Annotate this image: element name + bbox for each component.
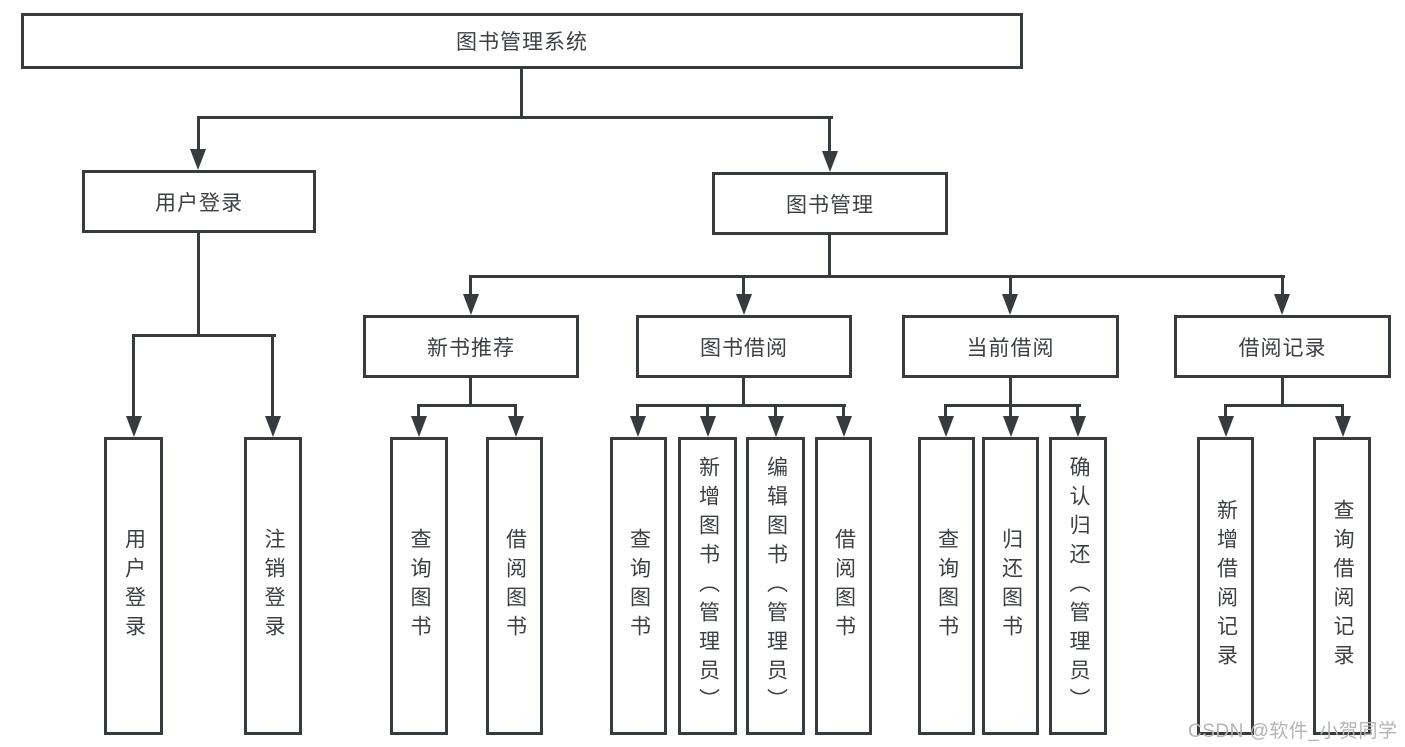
arrow-down-icon bbox=[190, 149, 206, 170]
leaf-current-query-books: 查询图书 bbox=[918, 437, 975, 735]
connector-to-leaf-logout bbox=[271, 334, 274, 416]
node-label: 图书管理 bbox=[786, 193, 874, 217]
node-label: 新书推荐 bbox=[427, 336, 515, 360]
arrow-down-icon bbox=[126, 416, 142, 437]
node-borrowing-records: 借阅记录 bbox=[1174, 315, 1391, 378]
leaf-label: 借阅图书 bbox=[832, 528, 856, 644]
arrow-down-icon bbox=[822, 151, 838, 172]
arrow-down-icon bbox=[411, 416, 427, 437]
node-user-login: 用户登录 bbox=[82, 170, 316, 233]
leaf-newbook-query-books: 查询图书 bbox=[390, 437, 448, 735]
connector-to-user-login bbox=[197, 116, 200, 152]
arrow-down-icon bbox=[700, 416, 716, 437]
connector-root-branch bbox=[197, 116, 833, 119]
connector-leaf bbox=[706, 404, 709, 418]
arrow-down-icon bbox=[265, 416, 281, 437]
leaf-label: 编辑图书（管理员） bbox=[764, 455, 788, 717]
connector-leaf bbox=[1076, 404, 1079, 418]
leaf-label: 用户登录 bbox=[122, 528, 146, 644]
leaf-label: 查询图书 bbox=[627, 528, 651, 644]
arrow-down-icon bbox=[836, 416, 852, 437]
leaf-logout: 注销登录 bbox=[244, 437, 302, 735]
connector-leaf bbox=[774, 404, 777, 418]
arrow-down-icon bbox=[630, 416, 646, 437]
connector-to-borrowing-records bbox=[1281, 275, 1284, 297]
connector-leaf bbox=[636, 404, 639, 418]
leaf-label: 归还图书 bbox=[999, 528, 1023, 644]
arrow-down-icon bbox=[1274, 294, 1290, 315]
node-label: 图书管理系统 bbox=[456, 31, 588, 54]
connector-borrowing-records-branch bbox=[1224, 404, 1344, 407]
connector-leaf bbox=[1341, 404, 1344, 418]
arrow-down-icon bbox=[768, 416, 784, 437]
leaf-label: 查询借阅记录 bbox=[1331, 499, 1354, 673]
arrow-down-icon bbox=[736, 294, 752, 315]
connector-leaf bbox=[514, 404, 517, 418]
connector-root-stub bbox=[520, 68, 523, 118]
leaf-current-confirm-return-admin: 确认归还（管理员） bbox=[1049, 437, 1107, 735]
leaf-label: 新增借阅记录 bbox=[1214, 499, 1238, 673]
arrow-down-icon bbox=[1002, 294, 1018, 315]
leaf-user-login: 用户登录 bbox=[104, 437, 163, 735]
connector-to-new-book bbox=[469, 275, 472, 297]
node-book-borrowing: 图书借阅 bbox=[636, 315, 852, 378]
leaf-records-query-record: 查询借阅记录 bbox=[1313, 437, 1371, 735]
node-new-book-recommend: 新书推荐 bbox=[363, 315, 579, 378]
leaf-label: 新增图书（管理员） bbox=[696, 455, 720, 717]
leaf-borrowing-edit-books-admin: 编辑图书（管理员） bbox=[746, 437, 805, 735]
node-label: 借阅记录 bbox=[1238, 336, 1327, 360]
leaf-label: 查询图书 bbox=[935, 528, 959, 644]
connector-to-book-borrowing bbox=[742, 275, 745, 297]
arrow-down-icon bbox=[508, 416, 524, 437]
connector-book-borrowing-stub bbox=[742, 377, 745, 407]
connector-book-management-branch bbox=[469, 275, 1285, 278]
connector-leaf bbox=[944, 404, 947, 418]
node-library-system: 图书管理系统 bbox=[21, 13, 1023, 69]
connector-to-leaf-user-login bbox=[132, 334, 135, 416]
arrow-down-icon bbox=[1335, 416, 1351, 437]
leaf-label: 注销登录 bbox=[262, 528, 285, 644]
leaf-label: 借阅图书 bbox=[503, 528, 527, 644]
node-label: 图书借阅 bbox=[700, 336, 788, 360]
node-label: 当前借阅 bbox=[966, 336, 1055, 360]
connector-to-book-management bbox=[828, 116, 831, 154]
leaf-borrowing-borrow-books: 借阅图书 bbox=[815, 437, 872, 735]
leaf-current-return-books: 归还图书 bbox=[982, 437, 1039, 735]
connector-current-borrowing-branch bbox=[944, 404, 1081, 407]
connector-user-login-stub bbox=[197, 232, 200, 336]
leaf-newbook-borrow-books: 借阅图书 bbox=[486, 437, 543, 735]
arrow-down-icon bbox=[938, 416, 954, 437]
node-book-management: 图书管理 bbox=[712, 172, 948, 235]
connector-new-book-branch bbox=[417, 404, 517, 407]
connector-book-borrowing-branch bbox=[636, 404, 846, 407]
leaf-borrowing-add-books-admin: 新增图书（管理员） bbox=[678, 437, 737, 735]
node-current-borrowing: 当前借阅 bbox=[902, 315, 1119, 378]
connector-leaf bbox=[842, 404, 845, 418]
arrow-down-icon bbox=[1003, 416, 1019, 437]
arrow-down-icon bbox=[1070, 416, 1086, 437]
leaf-records-add-record: 新增借阅记录 bbox=[1197, 437, 1254, 735]
connector-user-login-branch bbox=[132, 334, 276, 337]
arrow-down-icon bbox=[1218, 416, 1234, 437]
leaf-label: 确认归还（管理员） bbox=[1067, 455, 1090, 717]
connector-to-current-borrowing bbox=[1009, 275, 1012, 297]
connector-borrowing-records-stub bbox=[1281, 377, 1284, 407]
connector-leaf bbox=[1009, 404, 1012, 418]
connector-leaf bbox=[417, 404, 420, 418]
node-label: 用户登录 bbox=[155, 191, 243, 215]
leaf-borrowing-query-books: 查询图书 bbox=[610, 437, 667, 735]
connector-book-management-stub bbox=[828, 234, 831, 277]
connector-leaf bbox=[1224, 404, 1227, 418]
connector-new-book-stub bbox=[469, 377, 472, 407]
connector-current-borrowing-stub bbox=[1009, 377, 1012, 407]
csdn-watermark: CSDN @软件_小贺同学 bbox=[1188, 721, 1398, 742]
leaf-label: 查询图书 bbox=[408, 528, 431, 644]
arrow-down-icon bbox=[463, 294, 479, 315]
